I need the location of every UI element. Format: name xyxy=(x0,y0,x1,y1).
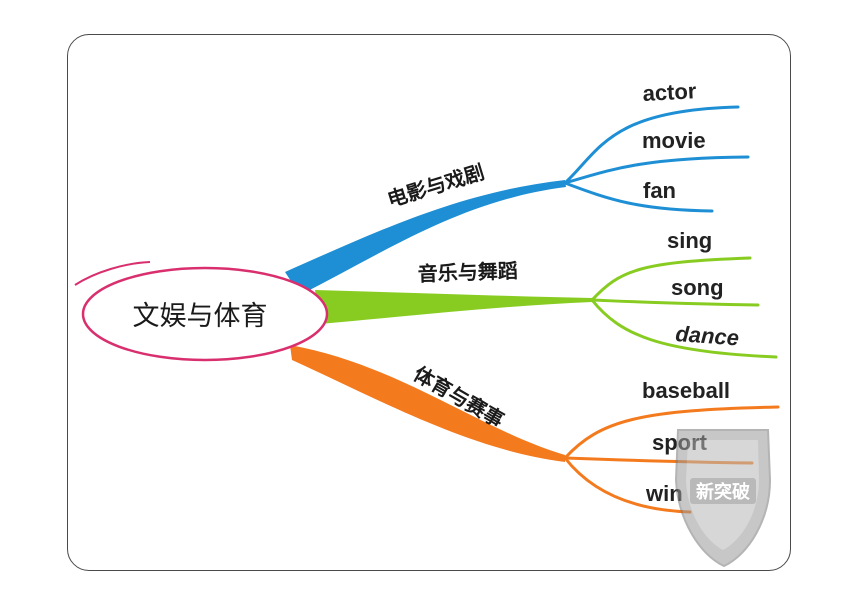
leaf-actor: actor xyxy=(642,78,697,106)
leaf-sing: sing xyxy=(667,228,712,253)
root-node: 文娱与体育 xyxy=(74,261,329,362)
leaf-movie: movie xyxy=(642,128,706,153)
leaf-dance: dance xyxy=(675,321,740,350)
shield-badge-icon: 新突破 xyxy=(674,429,772,568)
watermark-text: 新突破 xyxy=(696,481,750,503)
branch-label-music: 音乐与舞蹈 xyxy=(417,259,518,286)
leaf-fan: fan xyxy=(643,178,676,203)
branch-ribbon-sport xyxy=(290,345,565,462)
branch-ribbon-film xyxy=(285,180,566,295)
leaf-lines-film xyxy=(563,105,750,213)
leaf-baseball: baseball xyxy=(642,378,730,403)
leaf-song: song xyxy=(671,275,724,300)
root-label: 文娱与体育 xyxy=(133,301,268,332)
branch-ribbon-music xyxy=(315,290,592,324)
leaf-lines-music xyxy=(590,256,778,359)
